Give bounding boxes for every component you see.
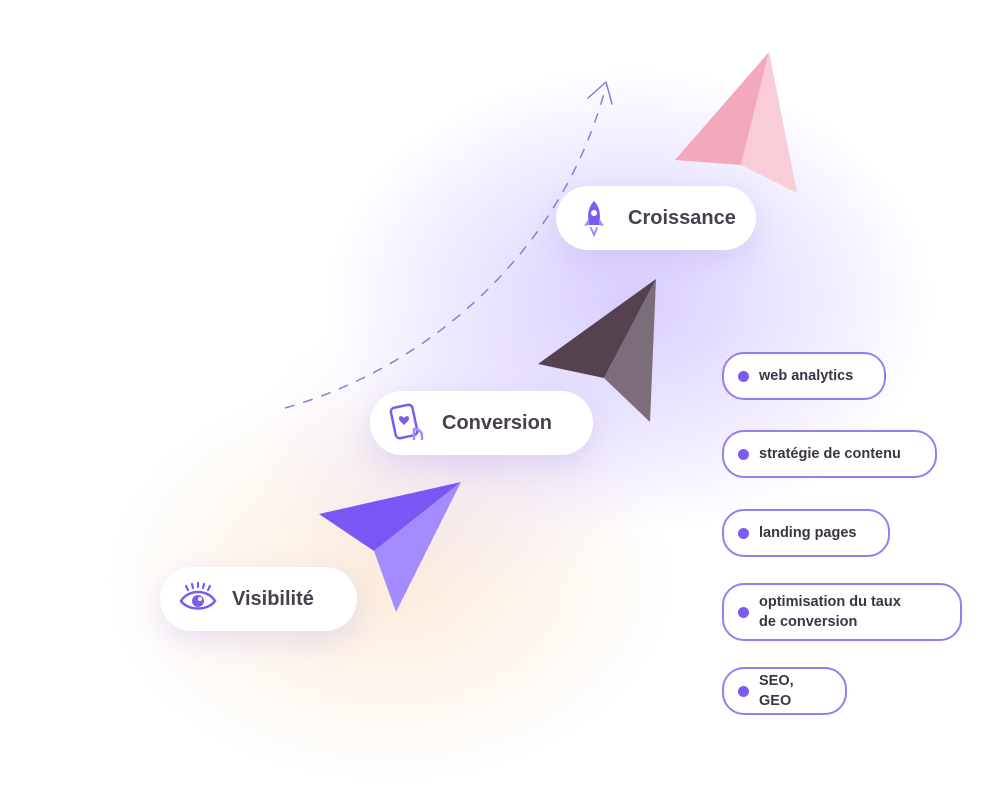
- tag-seo-geo: SEO, GEO: [722, 667, 847, 715]
- tag-label: SEO, GEO: [759, 673, 794, 709]
- tag-label: web analytics: [759, 368, 854, 384]
- tag-label: landing pages: [759, 525, 857, 541]
- tag-strategie-de-contenu: stratégie de contenu: [722, 430, 937, 478]
- step-label: Croissance: [628, 206, 736, 229]
- rocket-icon: [574, 198, 614, 238]
- step-conversion: Conversion: [370, 391, 593, 455]
- tag-web-analytics: web analytics: [722, 352, 886, 400]
- growth-arrow-head: [587, 81, 613, 105]
- tag-label: stratégie de contenu: [759, 446, 901, 462]
- step-label: Visibilité: [232, 587, 314, 610]
- growth-arrow-path: [284, 85, 607, 409]
- eye-icon: [178, 579, 218, 619]
- paper-plane-purple-icon: [319, 482, 461, 612]
- step-croissance: Croissance: [556, 186, 756, 250]
- bullet-dot: [738, 685, 749, 697]
- bullet-dot: [738, 606, 749, 618]
- step-visibilite: Visibilité: [160, 567, 357, 631]
- bullet-dot: [738, 527, 749, 539]
- step-label: Conversion: [442, 411, 553, 434]
- paper-plane-pink-icon: [675, 52, 797, 193]
- tag-optimisation-taux-conversion: optimisation du taux de conversion: [722, 583, 962, 641]
- paper-plane-dark-icon: [538, 279, 656, 422]
- tag-label: optimisation du taux de conversion: [759, 594, 901, 630]
- tag-landing-pages: landing pages: [722, 509, 890, 557]
- bullet-dot: [738, 448, 749, 460]
- tablet-heart-icon: [388, 403, 428, 443]
- bullet-dot: [738, 370, 749, 382]
